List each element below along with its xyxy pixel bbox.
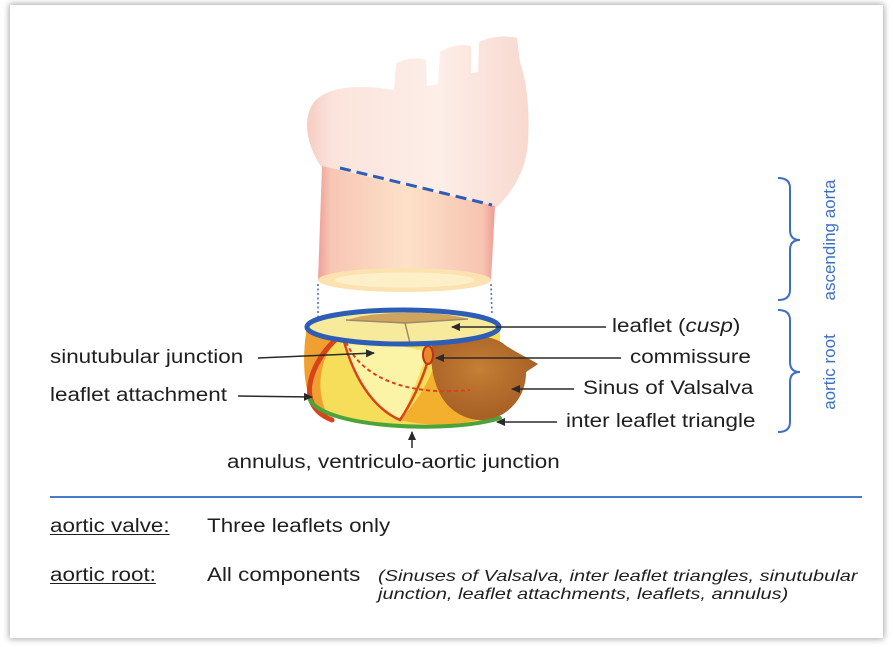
aorta-illustration <box>307 36 529 317</box>
aortic-root-bracket <box>778 310 800 432</box>
aortic-valve-term: aortic valve: <box>50 517 170 537</box>
aortic-valve-description: Three leaflets only <box>207 517 390 537</box>
commissure-label: commissure <box>630 348 751 368</box>
ascending-aorta-lumen <box>335 273 475 288</box>
sinus-of-valsalva-label: Sinus of Valsalva <box>583 379 753 399</box>
commissure-marker <box>423 346 433 364</box>
leader-leaflet-attachment <box>238 396 312 397</box>
aortic-root-description: All components <box>207 566 360 586</box>
leaflet-label-emphasis: cusp <box>686 316 733 337</box>
leaflet-attachment-label: leaflet attachment <box>50 386 227 406</box>
leaflet-label-prefix: leaflet ( <box>612 316 686 337</box>
leaflet-label: leaflet (cusp) <box>612 317 740 337</box>
ascending-aorta-bracket <box>778 178 800 300</box>
right-projection-dotted-line <box>491 284 492 315</box>
aortic-root-note-line-1: (Sinuses of Valsalva, inter leaflet tria… <box>378 568 858 585</box>
annulus-label: annulus, ventriculo-aortic junction <box>227 453 560 473</box>
inter-leaflet-triangle-label: inter leaflet triangle <box>566 412 755 432</box>
ascending-aorta-label: ascending aorta <box>820 179 839 301</box>
sinutubular-junction-label: sinutubular junction <box>50 348 243 368</box>
aortic-root-label: aortic root <box>820 334 839 410</box>
leaflet-label-suffix: ) <box>733 316 740 337</box>
aortic-root-term: aortic root: <box>50 566 156 586</box>
aortic-root-note-line-2: junction, leaflet attachments, leaflets,… <box>378 586 788 603</box>
